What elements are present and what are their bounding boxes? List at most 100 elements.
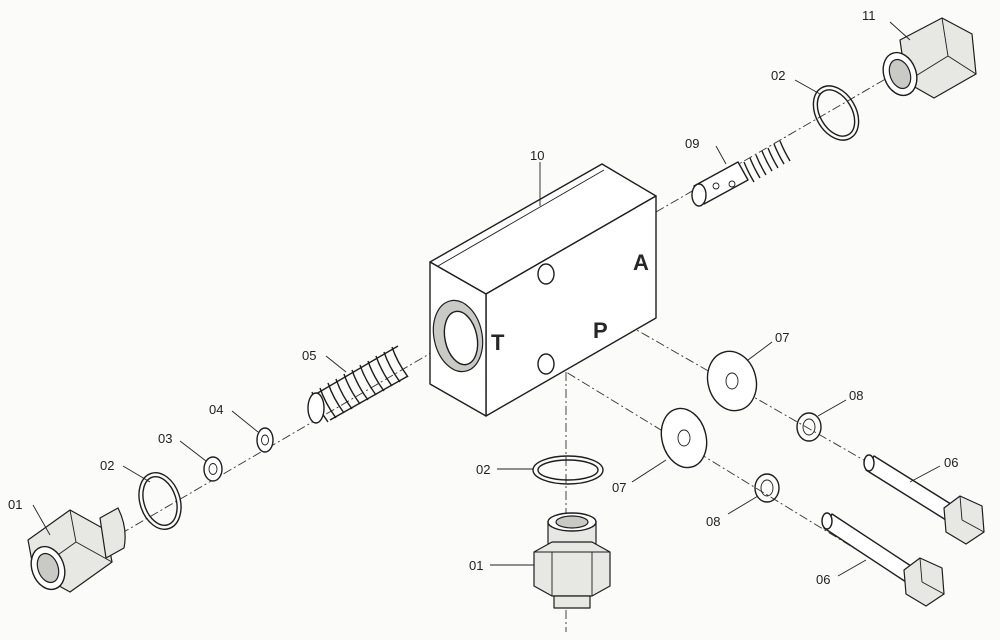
callout-02-right: 02 [771,68,785,83]
spool-spring-coil [743,161,755,183]
callout-01-left: 01 [8,497,22,512]
port-label-t: T [491,330,505,355]
fitting-left-bore [36,552,60,584]
o-ring-right [812,85,860,141]
fitting-bottom-stub [553,595,591,609]
leader-08-upper [817,399,847,417]
spring-coil [351,369,369,401]
spool-spring-coil [779,140,791,162]
leader-02-right [794,79,821,95]
leader-lines [32,21,941,577]
washer-03 [203,456,223,482]
fitting-right-hex-edge [941,17,949,57]
fitting-left-collar [99,507,126,559]
callout-08-upper: 08 [849,388,863,403]
callout-10: 10 [530,148,544,163]
axis-lower-bolt [552,363,891,571]
lock-washer-08-upper [796,412,822,442]
washer-04-outer [256,427,274,453]
fitting-right [882,17,977,99]
lock-washer-08-upper-inner [802,418,816,436]
spring-end [307,392,325,424]
callout-07-lower: 07 [612,480,626,495]
leader-06-upper [909,465,941,483]
lock-washer-08-lower-inner [760,479,774,497]
bolt-lower [821,512,945,607]
spring-coil [327,382,345,414]
leader-11 [889,21,911,41]
spool [691,140,791,207]
spring-edge-bottom [329,375,409,421]
fitting-right-bore [888,58,912,90]
washer-07-upper [706,350,758,412]
spring-edge-top [315,345,399,395]
washer-07-upper-hole [725,372,739,390]
lock-washer-08-lower [754,473,780,503]
callout-03: 03 [158,431,172,446]
spool-spring [743,140,791,183]
lock-washer-08-lower-outer [754,473,780,503]
spool-port-hole [728,180,736,188]
spring-coil [391,346,409,378]
valve-body: T P A [429,163,657,417]
port-label-p: P [593,318,608,343]
callout-02-bottom: 02 [476,462,490,477]
spring [307,345,409,424]
leader-07-upper [747,341,773,361]
spring-coil [375,355,393,387]
callout-07-upper: 07 [775,330,789,345]
fitting-bottom-hex [533,541,611,597]
washer-07-upper-outer [706,350,758,412]
callout-labels: 01 01 02 02 02 03 04 05 06 06 07 07 08 0… [8,8,958,587]
spring-coil [383,351,401,383]
bolt-upper-shank [865,455,955,521]
callout-04: 04 [209,402,223,417]
valve-body-top-edge [437,169,605,267]
spool-spring-coil [755,154,767,176]
leader-03 [179,440,207,462]
axis-right [655,65,909,213]
fitting-left-hex-edge [75,541,113,563]
spring-coil [359,364,377,396]
o-ring-right-inner [816,89,856,137]
o-ring-left [138,472,182,530]
leader-07-lower [631,459,667,483]
callout-08-lower: 08 [706,514,720,529]
o-ring-right-outer [812,85,860,141]
bolt-lower-head-edge [921,581,945,595]
leader-04 [231,410,259,433]
callout-05: 05 [302,348,316,363]
o-ring-bottom-inner [537,459,599,481]
o-ring-left-outer [138,472,182,530]
spool-spring-coil [773,143,785,165]
washer-07-lower [660,407,708,469]
bolt-upper [863,454,985,545]
spool-spring-coil [749,157,761,179]
spring-coil [367,360,385,392]
spring-coil [343,373,361,405]
leader-09 [715,145,727,165]
axis-left [61,342,449,569]
fitting-left [27,507,126,593]
bolt-upper-tip [863,454,875,472]
leader-02-left [122,465,151,483]
bolt-hole-lower [537,353,555,375]
leader-05 [325,355,347,373]
spool-port-hole [712,182,720,190]
washer-03-outer [203,456,223,482]
port-label-a: A [633,250,649,275]
callout-11: 11 [862,8,876,23]
lock-washer-08-upper-outer [796,412,822,442]
bolt-hole-upper [537,263,555,285]
washer-04 [256,427,274,453]
bolt-lower-head-edge [919,557,923,583]
spool-spring-coil [761,150,773,172]
bolt-upper-head [943,495,985,545]
fitting-bottom-bore [555,515,589,529]
washer-04-hole [261,434,269,446]
valve-port-bore-inner [443,310,479,366]
fitting-left-hex-edge [69,509,77,543]
leader-01-left [32,504,51,536]
